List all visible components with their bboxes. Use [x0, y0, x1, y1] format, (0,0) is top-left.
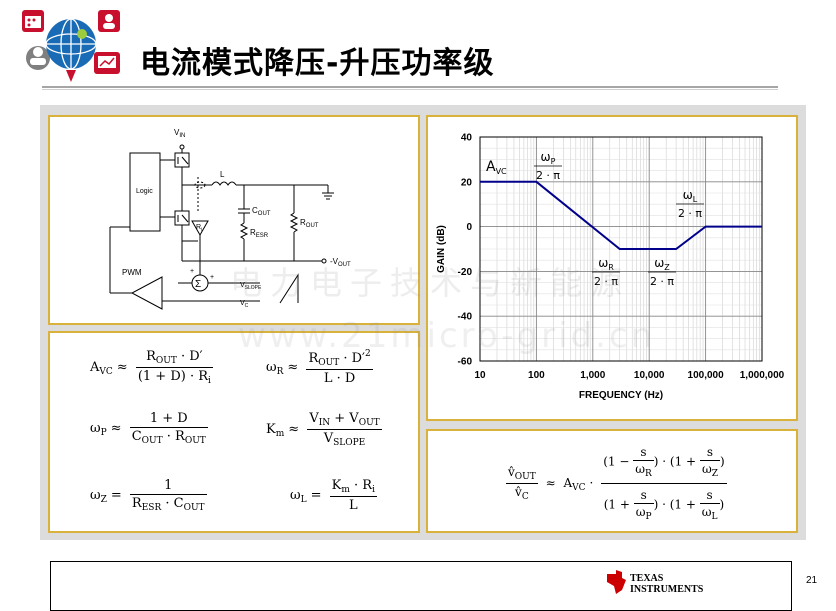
conference-logo [22, 10, 120, 82]
annotation-label: ωP 2 · π [534, 150, 562, 182]
equation-avc: AVC≈ ROUT · D′(1 + D) · Ri [90, 349, 213, 386]
pwm-label: PWM [122, 268, 142, 277]
y-axis-label: GAIN (dB) [436, 225, 447, 273]
annotation-label: ωL 2 · π [676, 188, 704, 220]
y-tick-label: 40 [461, 133, 473, 144]
x-tick-label: 1,000 [580, 370, 605, 381]
sigma-plus-right: + [210, 274, 214, 281]
chart-ticks: 10 100 1,000 10,000 100,000 1,000,000 40 20 0 -20… [458, 133, 785, 382]
annotation-label: ωZ 2 · π [648, 256, 676, 288]
svg-text:ωP: ωP [541, 150, 556, 166]
rout-label: ROUT [300, 218, 319, 229]
x-tick-label: 100 [528, 370, 545, 381]
plot-frame [479, 136, 763, 362]
x-tick-label: 100,000 [688, 370, 725, 381]
title-divider-shadow [42, 89, 778, 90]
svg-text:ωL: ωL [683, 188, 698, 204]
svg-text:2 · π: 2 · π [650, 275, 674, 288]
logic-label: Logic [136, 188, 153, 195]
equations-panel: AVC≈ ROUT · D′(1 + D) · Ri ωR≈ ROUT · D′… [48, 331, 420, 533]
y-tick-label: -20 [458, 267, 473, 278]
annotation-label: AVC [486, 159, 507, 176]
x-tick-label: 10 [474, 370, 486, 381]
resr-label: RESR [250, 228, 269, 239]
ti-logo: TEXAS INSTRUMENTS [607, 570, 704, 595]
texas-state-icon [607, 570, 626, 594]
y-tick-label: -40 [458, 312, 473, 323]
cout-label: COUT [252, 206, 271, 217]
svg-text:2 · π: 2 · π [678, 207, 702, 220]
x-tick-label: 1,000,000 [740, 370, 785, 381]
chart-series [480, 180, 762, 250]
ri-label: Ri [196, 224, 202, 233]
annotation-label: ωR 2 · π [592, 256, 620, 288]
vout-label: -VOUT [330, 257, 351, 268]
y-tick-label: -60 [458, 357, 473, 368]
sigma-plus-top: + [190, 268, 194, 275]
sigma-label: Σ [195, 279, 201, 290]
page-number: 21 [806, 575, 818, 586]
svg-text:ωR: ωR [598, 256, 614, 272]
gain-plot-panel: 10 100 1,000 10,000 100,000 1,000,000 40 20 0 -20… [426, 115, 798, 421]
vslope-label: VSLOPE [240, 282, 262, 291]
svg-text:2 · π: 2 · π [536, 169, 560, 182]
buck-boost-schematic: VIN Logic L COUT RESR ROUT -VOUT Ri PWM … [109, 128, 351, 310]
inductor-label: L [220, 170, 225, 179]
y-tick-label: 0 [466, 222, 472, 233]
y-tick-label: 20 [461, 177, 473, 188]
brand-line1: TEXAS [630, 573, 664, 584]
title-divider [42, 86, 778, 88]
gain-chart: 10 100 1,000 10,000 100,000 1,000,000 40 20 0 -20… [436, 133, 785, 402]
x-axis-label: FREQUENCY (Hz) [579, 390, 663, 401]
gain-series-line [480, 180, 762, 250]
x-tick-label: 10,000 [634, 370, 665, 381]
svg-text:2 · π: 2 · π [594, 275, 618, 288]
vc-label: VC [240, 300, 249, 309]
svg-text:ωZ: ωZ [654, 256, 670, 272]
slide-title: 电流模式降压-升压功率级 [140, 46, 495, 81]
svg-text:AVC: AVC [486, 159, 507, 176]
circuit-panel: VIN Logic L COUT RESR ROUT -VOUT Ri PWM … [48, 115, 420, 325]
vin-label: VIN [174, 128, 185, 139]
brand-line2: INSTRUMENTS [630, 584, 704, 595]
chart-annotations: AVC ωP 2 · π ωR 2 · π ωZ 2 · π ωL 2 · π [486, 150, 704, 288]
